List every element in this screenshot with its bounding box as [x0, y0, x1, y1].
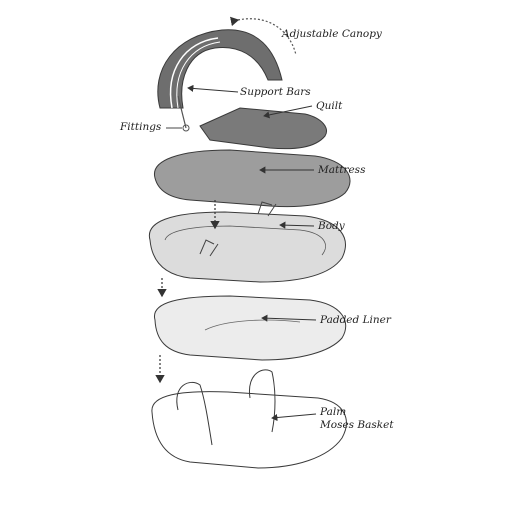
support-bars-part: [177, 95, 190, 132]
padded-liner-part: [154, 295, 347, 361]
canopy-part: [157, 16, 297, 109]
label-fittings: Fittings: [120, 121, 162, 133]
label-support-bars: Support Bars: [240, 86, 311, 98]
label-adjustable-canopy: Adjustable Canopy: [282, 28, 382, 40]
label-padded-liner: Padded Liner: [320, 314, 391, 326]
label-palm: Palm: [320, 406, 347, 418]
body-part: [148, 201, 346, 283]
label-moses-basket: Moses Basket: [320, 419, 394, 431]
quilt-part: [199, 107, 327, 150]
mattress-part: [153, 149, 351, 208]
label-quilt: Quilt: [316, 100, 343, 112]
label-body: Body: [318, 220, 345, 232]
moses-basket-part: [151, 369, 347, 469]
leader-lines: [166, 84, 317, 422]
label-mattress: Mattress: [318, 164, 366, 176]
